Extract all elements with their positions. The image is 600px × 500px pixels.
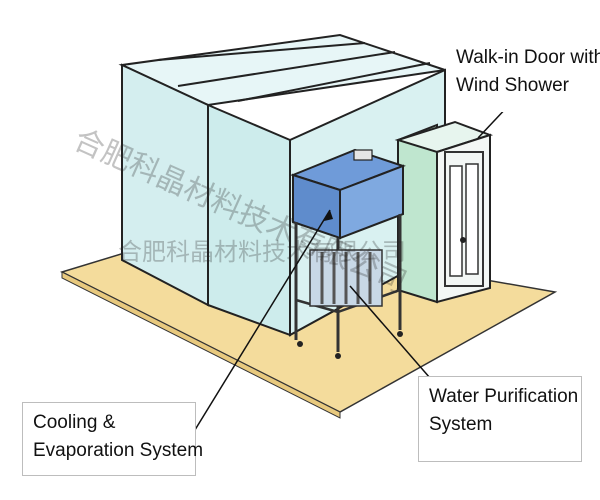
label-cooling-line1: Cooling & bbox=[33, 412, 116, 433]
cooling-unit-front bbox=[339, 164, 404, 240]
leader-line-cooling bbox=[189, 209, 331, 439]
wind-shower-door-panel-right bbox=[465, 163, 479, 275]
label-water-line2: System bbox=[429, 414, 493, 435]
wind-shower-door-panel-left bbox=[449, 165, 463, 277]
wind-shower-door-frame bbox=[444, 151, 484, 287]
label-door-line1: Walk-in Door with bbox=[456, 47, 600, 68]
label-cooling-line2: Evaporation System bbox=[33, 440, 204, 461]
room-front-wall bbox=[207, 103, 291, 337]
label-water-line1: Water Purification bbox=[429, 386, 579, 407]
label-walk-in-door: Walk-in Door with Wind Shower bbox=[452, 40, 600, 112]
label-door-line2: Wind Shower bbox=[456, 75, 569, 96]
label-cooling-evaporation: Cooling & Evaporation System bbox=[22, 402, 204, 476]
floor-platform-edge bbox=[61, 271, 341, 419]
leader-line-water bbox=[349, 285, 431, 379]
label-water-purification: Water Purification System bbox=[418, 376, 582, 462]
